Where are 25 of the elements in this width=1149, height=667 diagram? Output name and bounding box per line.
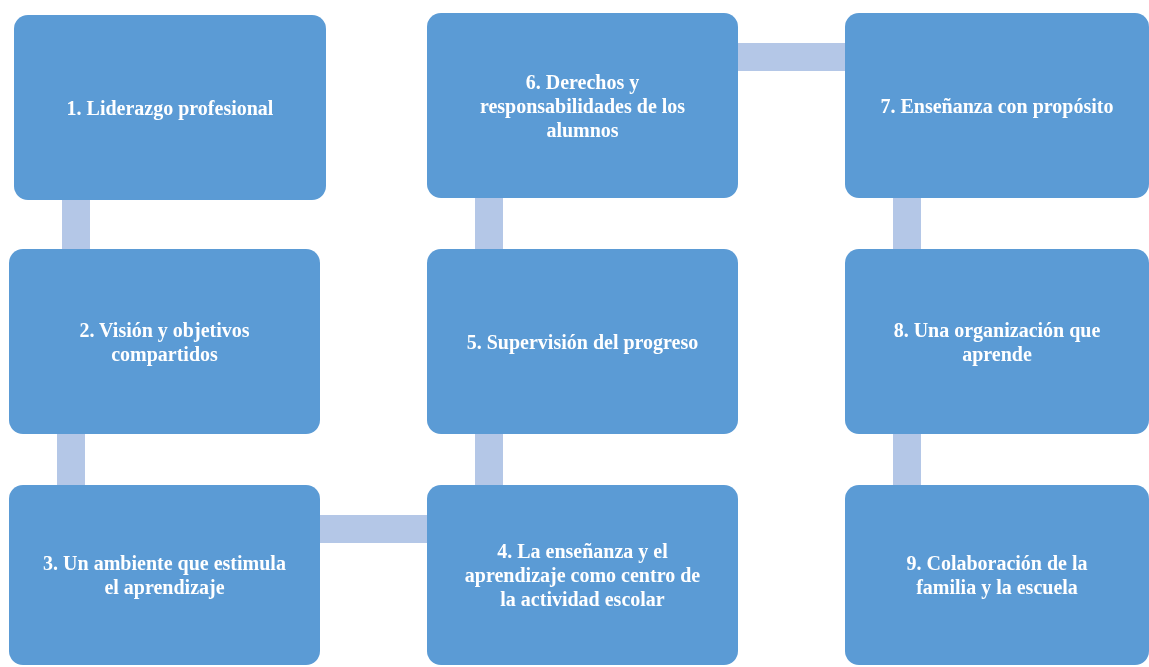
process-box [845,249,1149,434]
connector-bar [62,200,90,249]
box-label: 8. Una organización que aprende [892,317,1102,366]
process-box [427,249,738,434]
connector-bar [893,198,921,249]
connector-bar [738,43,845,71]
process-box [9,249,320,434]
connector-bar [57,434,85,485]
process-box [845,13,1149,198]
connector-bar [320,515,427,543]
box-label: 1. Liderazgo profesional [66,95,274,120]
process-box [14,15,326,200]
box-label: 7. Enseñanza con propósito [880,93,1114,118]
box-label: 3. Un ambiente que estimula el aprendizaje [43,551,286,599]
connector-bar [475,198,503,249]
box-label: 5. Supervisión del progreso [466,329,699,354]
process-box [845,485,1149,665]
process-box [427,13,738,198]
process-box [427,485,738,665]
process-box [9,485,320,665]
box-label: 9. Colaboración de la familia y la escuela [905,551,1089,599]
connector-bar [475,434,503,485]
box-label: 2. Visión y objetivos compartidos [78,317,251,366]
box-label: 6. Derechos y responsabilidades de los alumnos [478,69,687,142]
box-label: 4. La enseñanza y el aprendizaje como centro de la actividad escolar [463,539,702,611]
